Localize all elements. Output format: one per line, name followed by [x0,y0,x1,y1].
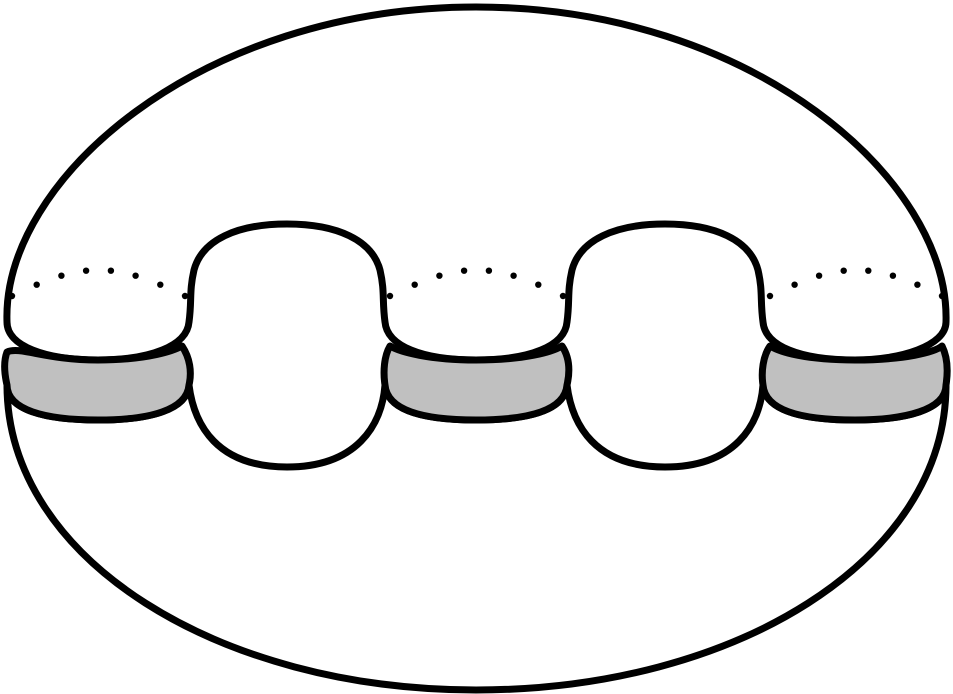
arc-dot [889,272,897,279]
arc-dot [411,281,418,288]
cut-band-middle [380,342,573,424]
arc-dot [914,281,921,288]
arc-dot [938,292,946,300]
cut-band-right [758,342,951,424]
lower-surface [3,381,950,694]
arc-dot [766,292,774,300]
arc-dot [8,292,16,300]
hidden-arc-middle [386,267,567,300]
arc-dot [460,267,468,274]
arc-dot [791,281,798,288]
arc-dot [58,272,65,279]
cut-band-left [1,342,194,424]
arc-dot [840,267,847,274]
arc-dot [33,281,40,288]
arc-dot [865,267,872,274]
arc-dot [436,272,443,279]
arc-dot [510,272,517,279]
arc-dot [485,267,493,274]
hidden-arc-right [766,267,946,300]
arc-dot [559,292,567,300]
arc-dot [386,292,394,300]
hidden-arc-left [8,267,189,300]
arc-dot [815,272,823,279]
arc-dot [535,281,542,288]
arc-dot [107,267,115,274]
arc-dot [132,272,139,279]
upper-surface [3,3,950,364]
arc-dot [181,292,189,300]
arc-dot [157,281,164,288]
arc-dot [82,267,90,274]
